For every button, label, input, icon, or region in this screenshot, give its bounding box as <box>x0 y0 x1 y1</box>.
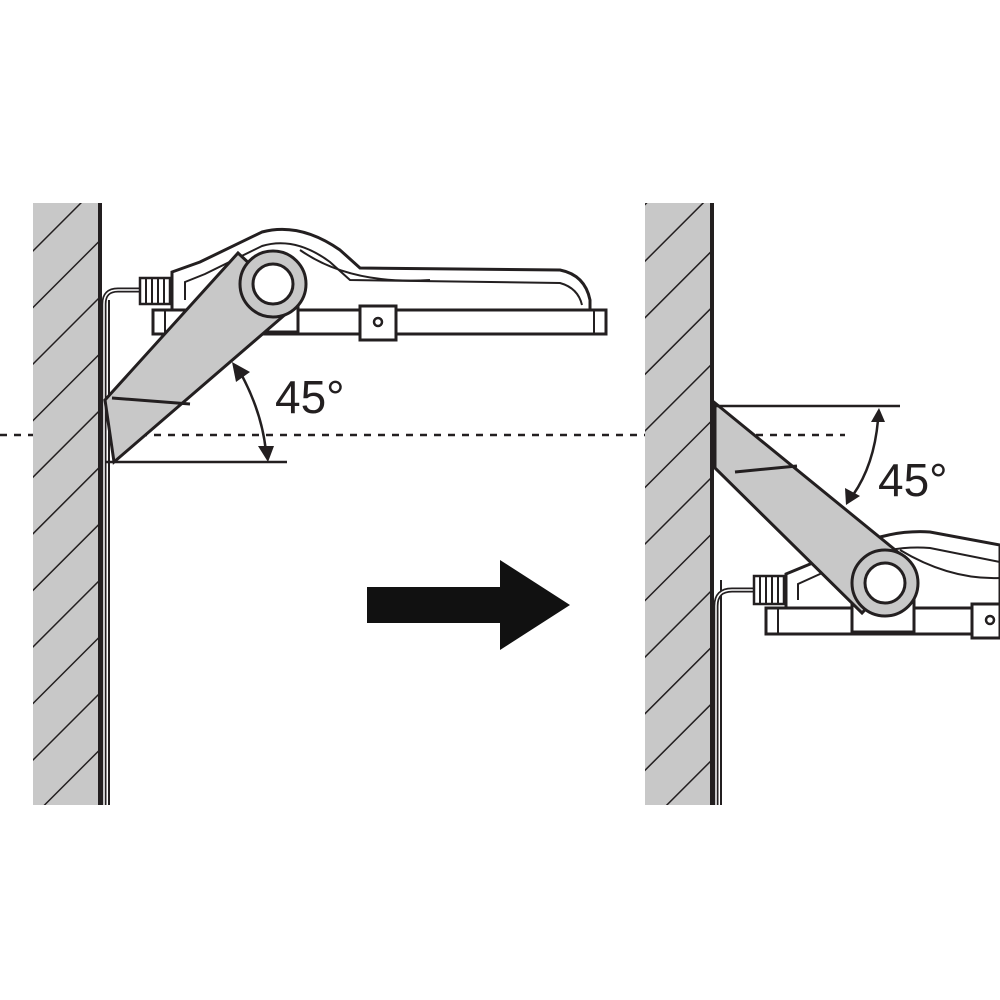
cable-gland-right <box>752 574 786 606</box>
angle-label-left: 45° <box>275 371 345 423</box>
after-panel: 45° <box>645 203 1000 805</box>
angle-indicator-left <box>232 362 274 462</box>
right-arrow-icon <box>367 560 570 650</box>
wall-right <box>645 203 711 805</box>
cable-gland-left <box>138 276 172 306</box>
mounting-arm-left <box>103 249 308 465</box>
angle-label-right: 45° <box>878 454 948 506</box>
angle-indicator-right <box>845 408 885 505</box>
wall-left <box>33 203 99 805</box>
before-panel: 45° <box>33 203 608 805</box>
mounting-arm-right <box>713 399 920 618</box>
